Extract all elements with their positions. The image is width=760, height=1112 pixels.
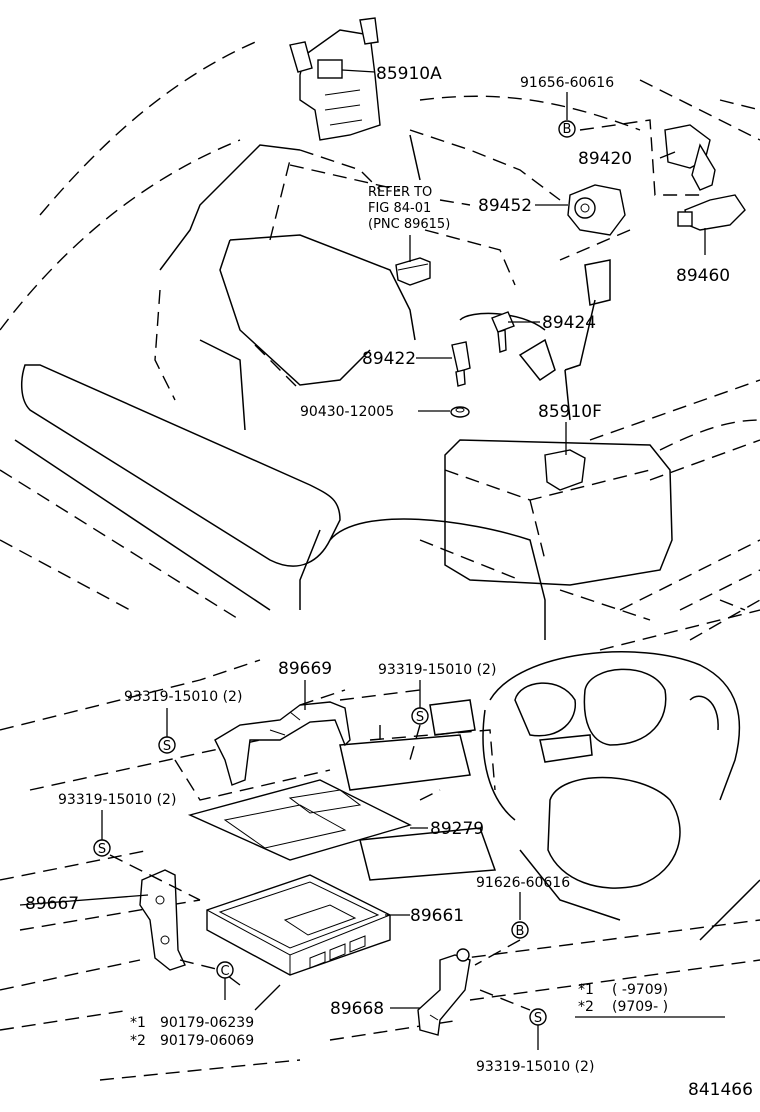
star2-left: *2 xyxy=(130,1033,146,1049)
gasket-90430 xyxy=(450,406,470,418)
label-85910f: 85910F xyxy=(538,402,602,422)
leader-lines xyxy=(19,69,725,1050)
mark-s-center: S xyxy=(411,707,429,725)
svg-text:S: S xyxy=(416,710,424,725)
label-89460: 89460 xyxy=(676,266,730,286)
label-85910a: 85910A xyxy=(376,64,442,84)
air-temp-sensor-89420 xyxy=(664,124,716,191)
mark-b-bottom: B xyxy=(511,921,529,939)
svg-text:C: C xyxy=(220,964,229,979)
mark-c: C xyxy=(216,961,234,979)
svg-text:S: S xyxy=(98,842,106,857)
mount-lines xyxy=(109,689,531,1011)
engine-bay-outline xyxy=(0,39,760,640)
water-temp-sensor-89422 xyxy=(451,341,471,387)
label-89424: 89424 xyxy=(542,313,596,333)
relay-85910f xyxy=(544,449,586,491)
refer-line-3: (PNC 89615) xyxy=(368,217,450,232)
svg-text:B: B xyxy=(516,924,525,939)
label-91626-60616: 91626-60616 xyxy=(476,875,570,891)
label-89668: 89668 xyxy=(330,999,384,1019)
label-89279: 89279 xyxy=(430,819,484,839)
label-89669: 89669 xyxy=(278,659,332,679)
star1-left: *1 xyxy=(130,1015,146,1031)
mark-s-far-left: S xyxy=(93,839,111,857)
ecu-89661 xyxy=(206,874,391,976)
sensor-refer-89615 xyxy=(395,257,431,286)
vsv-89460 xyxy=(677,194,746,231)
relay-bracket-85910a xyxy=(289,17,381,141)
mark-s-bottom: S xyxy=(529,1008,547,1026)
label-89452: 89452 xyxy=(478,196,532,216)
refer-line-2: FIG 84-01 xyxy=(368,201,431,216)
bracket-89668 xyxy=(417,948,471,1036)
dashboard-outline xyxy=(0,599,760,1081)
svg-text:S: S xyxy=(163,739,171,754)
mark-s-left: S xyxy=(158,736,176,754)
refer-line-1: REFER TO xyxy=(368,185,432,200)
figure-id: 841466 xyxy=(688,1080,753,1100)
label-93319-15010-top-center: 93319-15010 (2) xyxy=(378,662,496,678)
label-89420: 89420 xyxy=(578,149,632,169)
water-temp-sensor-89424 xyxy=(491,311,515,353)
label-90430-12005: 90430-12005 xyxy=(300,404,394,420)
mark-b-top: B xyxy=(558,120,576,138)
legend-row2-range: (9709- ) xyxy=(612,999,668,1015)
label-93319-15010-top-left: 93319-15010 (2) xyxy=(124,689,242,705)
label-93319-15010-bottom: 93319-15010 (2) xyxy=(476,1059,594,1075)
label-90179-06069: 90179-06069 xyxy=(160,1033,254,1049)
svg-text:B: B xyxy=(563,122,572,137)
bracket-89669 xyxy=(214,701,351,786)
label-90179-06239: 90179-06239 xyxy=(160,1015,254,1031)
label-93319-15010-left: 93319-15010 (2) xyxy=(58,792,176,808)
throttle-sensor-89452 xyxy=(567,184,626,236)
label-89667: 89667 xyxy=(25,894,79,914)
label-89422: 89422 xyxy=(362,349,416,369)
legend-row1-mark: *1 xyxy=(578,982,594,998)
svg-text:S: S xyxy=(534,1011,542,1026)
legend: *1 ( -9709) *2 (9709- ) xyxy=(578,982,668,1015)
insulator-89279 xyxy=(187,779,412,861)
bracket-89667 xyxy=(139,869,186,971)
label-89661: 89661 xyxy=(410,906,464,926)
label-91656-60616: 91656-60616 xyxy=(520,75,614,91)
legend-row1-range: ( -9709) xyxy=(612,982,668,998)
legend-row2-mark: *2 xyxy=(578,999,594,1015)
